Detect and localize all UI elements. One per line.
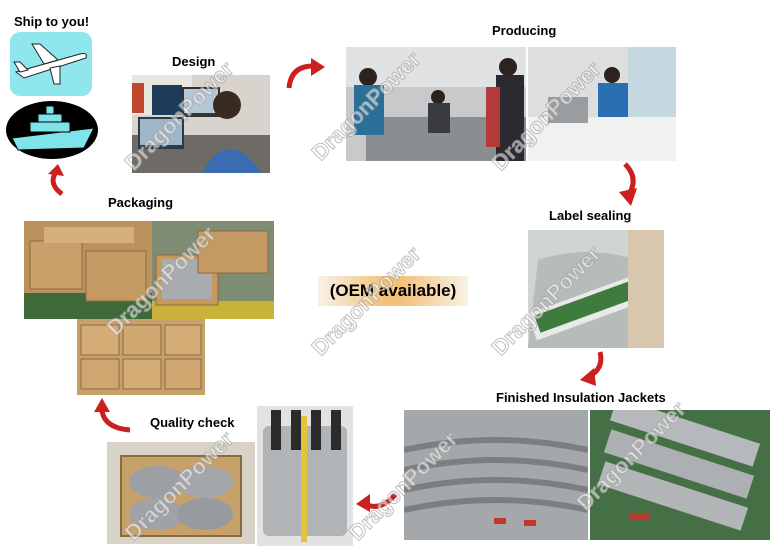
oem-badge: (OEM available) [318, 276, 468, 306]
label-sealing-label: Label sealing [549, 208, 632, 223]
design-photo [132, 75, 270, 173]
producing-label: Producing [492, 23, 557, 38]
ship-icon [4, 98, 100, 160]
design-label: Design [172, 54, 216, 69]
packaging-label: Packaging [108, 195, 174, 210]
finished-jackets-label: Finished Insulation Jackets [496, 390, 666, 405]
packaging-photo-2 [152, 221, 274, 319]
quality-check-label: Quality check [150, 415, 235, 430]
ship-label: Ship to you! [14, 14, 90, 29]
arrow-producing-to-label [619, 162, 637, 206]
arrow-quality-to-packaging [94, 398, 131, 433]
finished-jackets-photo-2 [590, 410, 770, 540]
finished-jackets-photo-1 [404, 410, 588, 540]
packaging-photo-1 [24, 221, 152, 319]
arrow-design-to-producing [286, 58, 325, 89]
arrow-finished-to-quality [356, 492, 398, 512]
quality-check-photo-2 [257, 406, 353, 546]
packaging-photo-3 [77, 319, 205, 395]
producing-photo-1 [346, 47, 526, 161]
producing-photo-2 [528, 47, 676, 161]
quality-check-photo-1 [107, 442, 255, 544]
arrow-label-to-finished [580, 351, 604, 386]
label-sealing-photo [528, 230, 664, 348]
airplane-icon [10, 32, 92, 96]
arrow-packaging-to-ship [48, 164, 64, 196]
